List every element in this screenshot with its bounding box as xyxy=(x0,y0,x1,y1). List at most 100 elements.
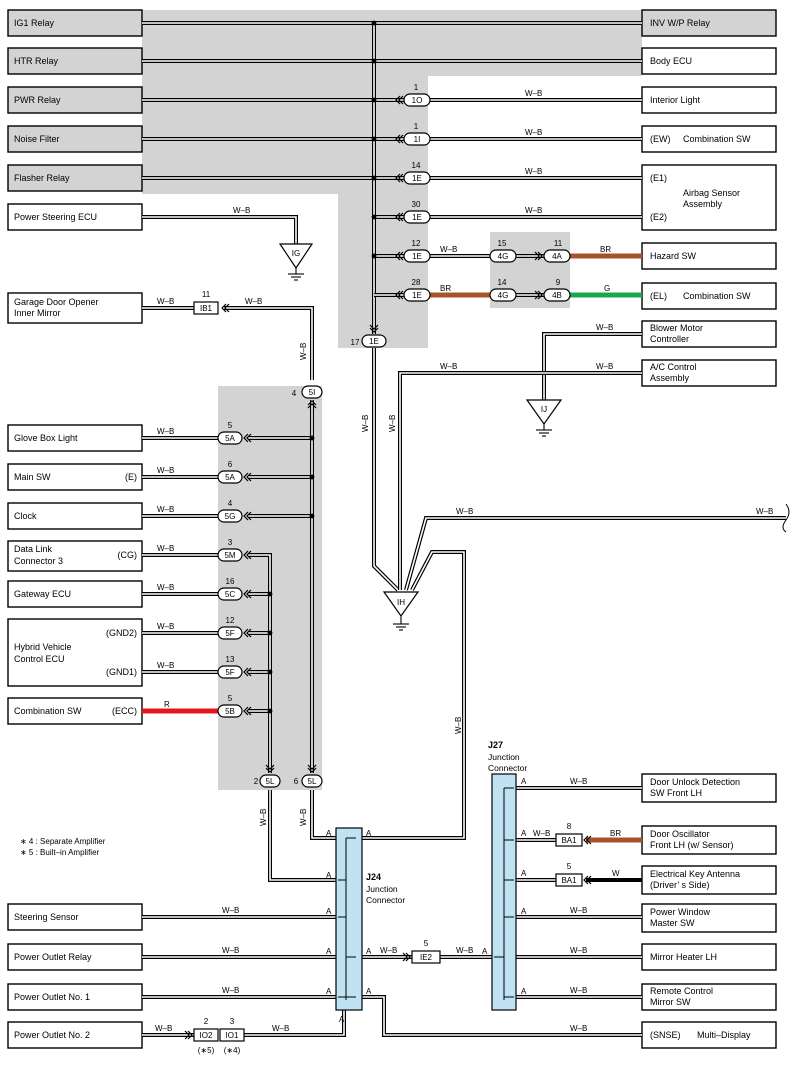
svg-text:IJ: IJ xyxy=(541,405,547,414)
connector-5b: 5 5B xyxy=(217,694,243,718)
svg-text:Gateway ECU: Gateway ECU xyxy=(14,589,71,599)
svg-text:6: 6 xyxy=(294,777,299,786)
svg-text:3: 3 xyxy=(230,1017,235,1026)
svg-text:Connector 3: Connector 3 xyxy=(14,556,63,566)
wire-core xyxy=(248,554,271,773)
box-combination-sw-ew: (EW) Combination SW xyxy=(641,125,777,153)
svg-text:A: A xyxy=(326,829,332,838)
svg-text:1: 1 xyxy=(414,83,419,92)
svg-text:Multi–Display: Multi–Display xyxy=(697,1030,751,1040)
svg-text:A: A xyxy=(521,907,527,916)
svg-text:1E: 1E xyxy=(412,291,422,300)
wire-core xyxy=(311,790,338,839)
svg-text:Power Outlet No. 1: Power Outlet No. 1 xyxy=(14,992,90,1002)
svg-text:4A: 4A xyxy=(552,252,562,261)
svg-text:W–B: W–B xyxy=(157,297,174,306)
svg-text:(GND1): (GND1) xyxy=(106,667,137,677)
svg-text:Electrical Key Antenna: Electrical Key Antenna xyxy=(650,869,740,879)
svg-text:28: 28 xyxy=(412,278,421,287)
svg-text:Junction: Junction xyxy=(366,884,398,894)
box-power-outlet-2: Power Outlet No. 2 xyxy=(7,1021,143,1049)
wire-core xyxy=(362,996,642,1036)
box-power-steering-ecu: Power Steering ECU xyxy=(7,203,143,231)
connector-1i: 1 1I xyxy=(403,122,431,146)
box-main-sw: Main SW (E) xyxy=(7,463,143,491)
connectors: 1 1O 1 1I 14 1E 30 1E 12 1E 28 1E xyxy=(193,83,583,1055)
svg-text:1E: 1E xyxy=(412,213,422,222)
svg-text:G: G xyxy=(604,284,610,293)
connector-1e-14: 14 1E xyxy=(403,161,431,185)
svg-text:Airbag Sensor: Airbag Sensor xyxy=(683,188,740,198)
svg-text:W–B: W–B xyxy=(756,507,773,516)
wire-core xyxy=(224,307,313,380)
svg-text:1: 1 xyxy=(414,122,419,131)
svg-text:15: 15 xyxy=(498,239,507,248)
svg-text:12: 12 xyxy=(412,239,421,248)
svg-text:(∗5): (∗5) xyxy=(198,1046,215,1055)
svg-text:5A: 5A xyxy=(225,434,235,443)
svg-text:A: A xyxy=(366,829,372,838)
svg-text:A: A xyxy=(326,987,332,996)
svg-text:Garage Door Opener: Garage Door Opener xyxy=(14,297,99,307)
svg-text:Power Outlet No. 2: Power Outlet No. 2 xyxy=(14,1030,90,1040)
svg-text:Door Oscillator: Door Oscillator xyxy=(650,829,710,839)
svg-text:W–B: W–B xyxy=(222,906,239,915)
wire-core xyxy=(362,551,465,839)
svg-text:6: 6 xyxy=(228,460,233,469)
svg-text:5B: 5B xyxy=(225,707,235,716)
svg-text:W–B: W–B xyxy=(570,986,587,995)
svg-text:IB1: IB1 xyxy=(200,304,213,313)
svg-text:5: 5 xyxy=(228,421,233,430)
wire-core xyxy=(405,517,786,591)
svg-text:30: 30 xyxy=(412,200,421,209)
box-electrical-key-antenna: Electrical Key Antenna (Driver’ s Side) xyxy=(641,865,777,895)
box-blower-motor-controller: Blower Motor Controller xyxy=(641,320,777,348)
connector-5l-6: 6 5L xyxy=(294,774,323,788)
svg-text:5M: 5M xyxy=(224,551,235,560)
svg-text:W–B: W–B xyxy=(299,809,308,826)
connector-5g: 4 5G xyxy=(217,499,243,523)
chevron-marks xyxy=(184,95,592,1040)
box-noise-filter: Noise Filter xyxy=(7,125,143,153)
svg-text:IO2: IO2 xyxy=(200,1031,213,1040)
svg-text:Power Outlet Relay: Power Outlet Relay xyxy=(14,952,92,962)
svg-text:IG: IG xyxy=(292,249,300,258)
svg-text:W–B: W–B xyxy=(233,206,250,215)
junction-j27: J27 Junction Connector A A A A A A xyxy=(482,740,527,1011)
junction-j24: J24 Junction Connector A A A A A A A A A xyxy=(326,827,405,1024)
connector-4b: 9 4B xyxy=(543,278,571,302)
svg-text:Hazard SW: Hazard SW xyxy=(650,251,697,261)
svg-text:IE2: IE2 xyxy=(420,953,433,962)
svg-text:4: 4 xyxy=(292,389,297,398)
svg-text:11: 11 xyxy=(202,290,211,299)
svg-text:(CG): (CG) xyxy=(118,550,138,560)
connector-5m: 3 5M xyxy=(217,538,243,562)
svg-text:W–B: W–B xyxy=(570,946,587,955)
svg-text:Interior Light: Interior Light xyxy=(650,95,701,105)
box-ac-control-assembly: A/C Control Assembly xyxy=(641,359,777,387)
svg-text:11: 11 xyxy=(554,239,563,248)
svg-text:W–B: W–B xyxy=(157,427,174,436)
svg-text:J24: J24 xyxy=(366,872,381,882)
svg-text:A: A xyxy=(521,777,527,786)
svg-text:W–B: W–B xyxy=(157,583,174,592)
svg-text:Combination SW: Combination SW xyxy=(14,706,82,716)
connector-io1: 3 IO1 (∗4) xyxy=(219,1017,245,1055)
svg-text:Body ECU: Body ECU xyxy=(650,56,692,66)
svg-text:W–B: W–B xyxy=(454,717,463,734)
svg-text:(E1): (E1) xyxy=(650,173,667,183)
connector-1e-28: 28 1E xyxy=(403,278,431,302)
svg-text:W–B: W–B xyxy=(570,906,587,915)
svg-text:A: A xyxy=(521,829,527,838)
box-inv-wp-relay: INV W/P Relay xyxy=(641,9,777,37)
svg-text:5A: 5A xyxy=(225,473,235,482)
ground-ij: IJ xyxy=(525,399,563,437)
svg-text:Junction: Junction xyxy=(488,752,520,762)
box-hybrid-vehicle-ecu: Hybrid Vehicle Control ECU (GND2) (GND1) xyxy=(7,618,143,687)
svg-text:Master SW: Master SW xyxy=(650,918,695,928)
svg-text:9: 9 xyxy=(556,278,561,287)
svg-text:HTR Relay: HTR Relay xyxy=(14,56,59,66)
junction-dots xyxy=(267,20,377,714)
svg-text:W–B: W–B xyxy=(456,507,473,516)
